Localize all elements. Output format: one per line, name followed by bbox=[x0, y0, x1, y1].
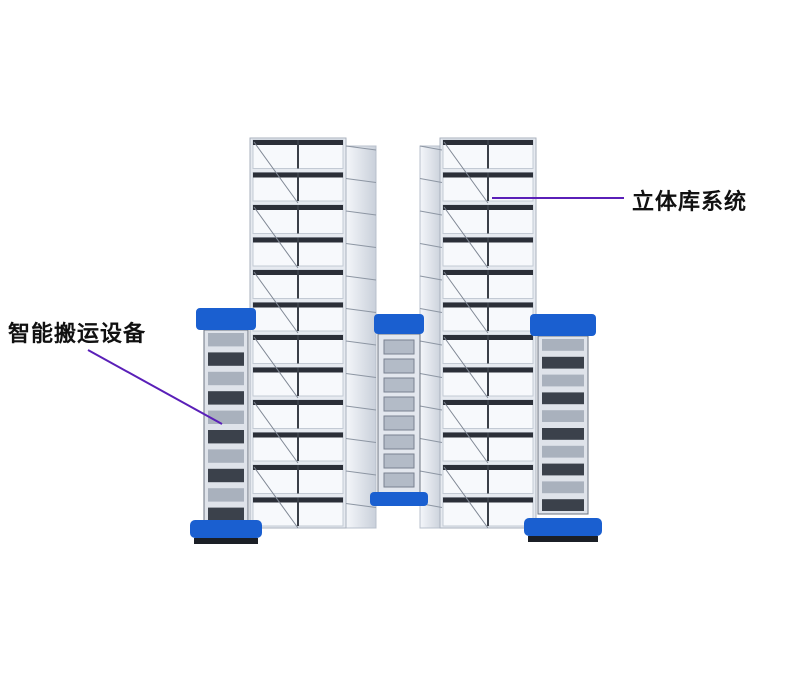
agv-mast bbox=[377, 333, 421, 495]
left-storage-rack bbox=[249, 137, 377, 529]
brace bbox=[443, 401, 489, 464]
agv-tray bbox=[383, 472, 415, 488]
brace bbox=[253, 206, 299, 269]
agv-tray bbox=[208, 371, 244, 386]
agv-tray bbox=[383, 453, 415, 469]
rack-side-face bbox=[345, 145, 377, 529]
brace bbox=[253, 466, 299, 529]
agv-tray bbox=[383, 358, 415, 374]
side-slat bbox=[345, 210, 377, 216]
agv-wheel-base bbox=[194, 538, 258, 544]
side-slat bbox=[345, 275, 377, 281]
agv-tray bbox=[542, 499, 584, 511]
agv-tray bbox=[542, 356, 584, 369]
center-agv-robot bbox=[370, 314, 428, 506]
agv-top-fork bbox=[374, 314, 424, 334]
side-slat bbox=[345, 373, 377, 378]
agv-tray bbox=[383, 396, 415, 412]
side-slat bbox=[419, 210, 443, 216]
side-slat bbox=[345, 243, 377, 248]
brace bbox=[443, 271, 489, 334]
agv-tray bbox=[542, 428, 584, 440]
brace bbox=[253, 271, 299, 334]
brace bbox=[443, 206, 489, 269]
side-slat bbox=[419, 243, 443, 248]
agv-tray bbox=[208, 468, 244, 483]
agv-tray bbox=[208, 488, 244, 502]
side-slat bbox=[419, 275, 443, 281]
brace bbox=[443, 466, 489, 529]
side-slat bbox=[419, 340, 443, 346]
agv-tray bbox=[208, 352, 244, 366]
side-slat bbox=[345, 438, 377, 443]
side-slat bbox=[419, 145, 443, 151]
side-slat bbox=[345, 503, 377, 508]
agv-tray bbox=[208, 430, 244, 444]
agv-top-fork bbox=[530, 314, 596, 336]
side-slat bbox=[345, 145, 377, 151]
brace bbox=[443, 141, 489, 204]
side-slat bbox=[419, 308, 443, 313]
side-slat bbox=[419, 178, 443, 183]
side-slat bbox=[419, 405, 443, 411]
side-slat bbox=[419, 438, 443, 443]
brace bbox=[253, 336, 299, 399]
side-slat bbox=[345, 405, 377, 411]
brace bbox=[253, 401, 299, 464]
agv-tray bbox=[383, 339, 415, 355]
agv-tray bbox=[208, 410, 244, 424]
side-slat bbox=[345, 178, 377, 183]
agv-callout-line bbox=[87, 349, 223, 425]
agv-tray bbox=[383, 377, 415, 393]
side-slat bbox=[345, 470, 377, 476]
agv-tray bbox=[542, 339, 584, 351]
agv-chassis bbox=[524, 518, 602, 536]
side-slat bbox=[345, 308, 377, 313]
left-agv-robot bbox=[190, 308, 262, 544]
agv-top-fork bbox=[196, 308, 256, 330]
agv-tray bbox=[208, 507, 244, 521]
rack-side-face bbox=[419, 145, 443, 529]
right-agv-robot bbox=[524, 314, 602, 542]
agv-tray bbox=[383, 434, 415, 450]
agv-chassis bbox=[370, 492, 428, 506]
right-storage-rack bbox=[419, 137, 537, 529]
rack-label: 立体库系统 bbox=[632, 190, 748, 215]
side-slat bbox=[345, 340, 377, 346]
agv-tray bbox=[542, 445, 584, 458]
agv-tray bbox=[208, 333, 244, 347]
agv-tray bbox=[542, 374, 584, 387]
side-slat bbox=[419, 470, 443, 476]
side-slat bbox=[419, 373, 443, 378]
agv-tray bbox=[542, 463, 584, 476]
agv-tray bbox=[542, 481, 584, 494]
agv-tray bbox=[383, 415, 415, 431]
agv-chassis bbox=[190, 520, 262, 538]
agv-tray bbox=[542, 410, 584, 422]
agv-wheel-base bbox=[528, 536, 598, 542]
agv-tray bbox=[542, 392, 584, 405]
agv-tray bbox=[208, 449, 244, 463]
agv-label: 智能搬运设备 bbox=[8, 322, 147, 347]
agv-tray bbox=[208, 391, 244, 405]
brace bbox=[253, 141, 299, 204]
brace bbox=[443, 336, 489, 399]
